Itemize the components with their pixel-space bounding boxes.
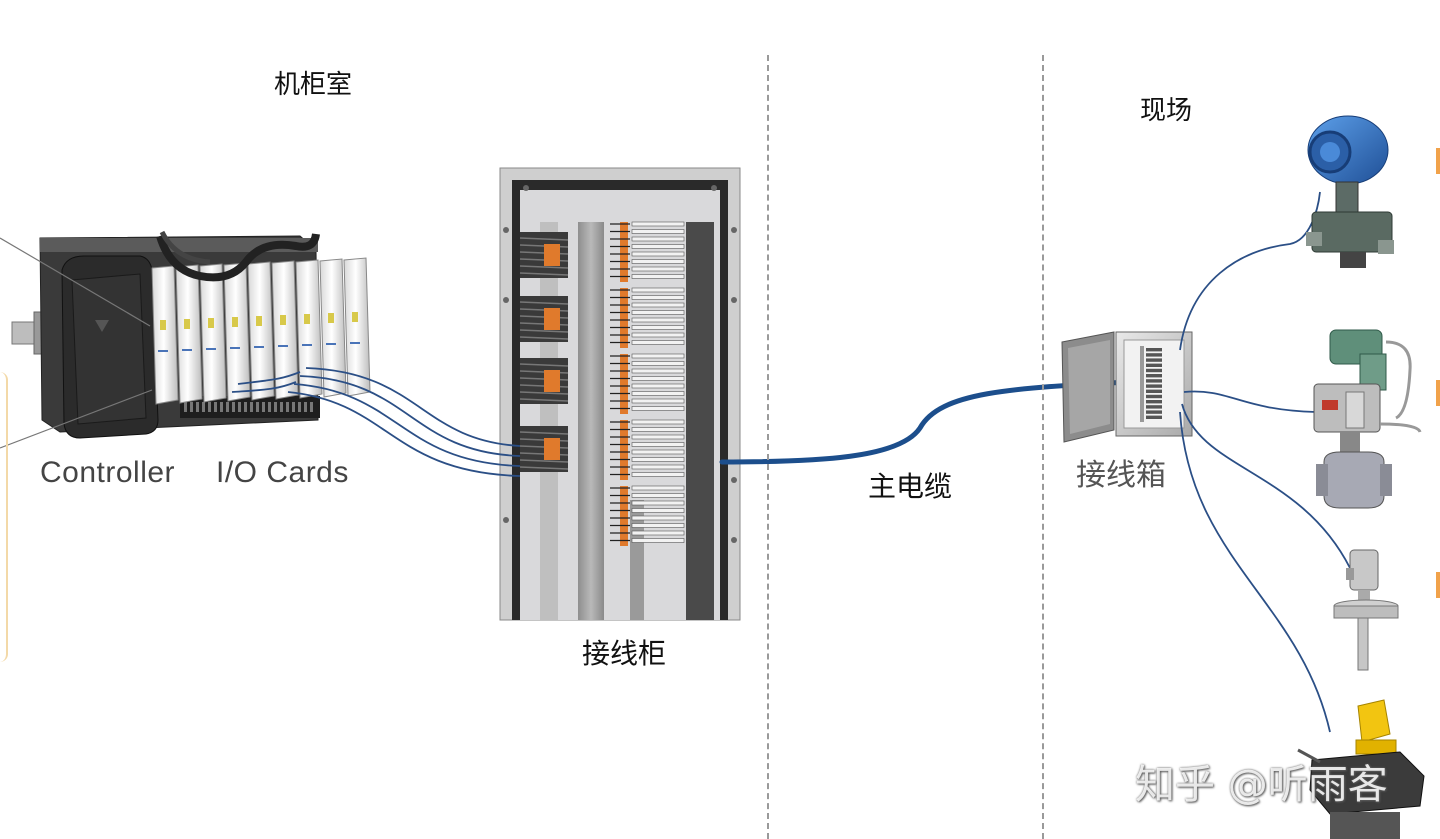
junction-box-label: 接线箱 bbox=[1076, 458, 1166, 493]
right-edge-tick-1 bbox=[1436, 148, 1440, 174]
marshalling-cabinet-icon bbox=[499, 167, 741, 621]
control-valve-icon bbox=[1313, 329, 1422, 509]
main-cable-label: 主电缆 bbox=[868, 470, 953, 503]
cabinet-room-label: 机柜室 bbox=[274, 70, 353, 100]
controller-label: Controller bbox=[40, 456, 176, 489]
left-edge-accent bbox=[0, 372, 8, 662]
junction-box-icon bbox=[1061, 331, 1193, 443]
zone-divider-right bbox=[1042, 55, 1044, 839]
level-switch-icon bbox=[1333, 549, 1399, 671]
zone-divider-left bbox=[767, 55, 769, 839]
controller-rack-icon bbox=[0, 230, 371, 449]
limit-switch-box-icon bbox=[1297, 699, 1425, 839]
io-cards-label: I/O Cards bbox=[216, 456, 349, 489]
field-label: 现场 bbox=[1140, 96, 1193, 126]
watermark-text: 知乎 @听雨客 bbox=[1135, 762, 1388, 808]
right-edge-tick-2 bbox=[1436, 380, 1440, 406]
right-edge-tick-3 bbox=[1436, 572, 1440, 598]
signal-wires bbox=[231, 367, 521, 477]
main-cable-line bbox=[719, 379, 1133, 465]
marshalling-cabinet-label: 接线柜 bbox=[582, 637, 667, 670]
pressure-transmitter-icon bbox=[1306, 115, 1394, 268]
